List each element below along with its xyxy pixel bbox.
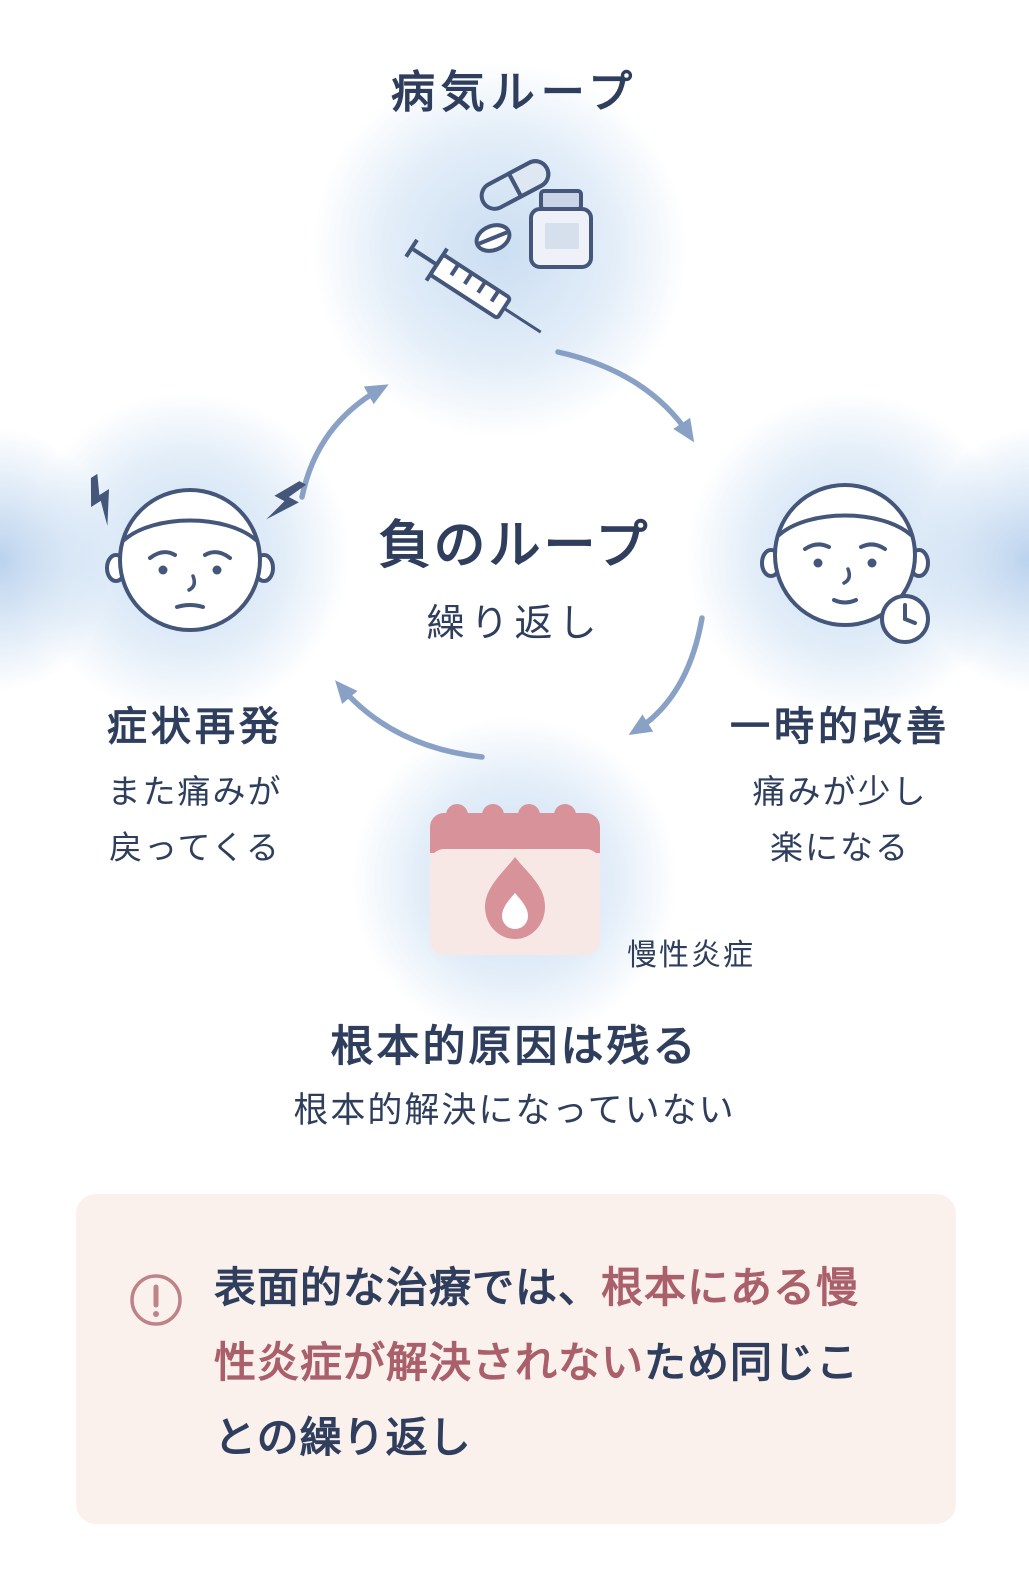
- callout-text: 表面的な治療では、根本にある慢性炎症が解決されないため同じことの繰り返し: [214, 1250, 874, 1475]
- lightning-icons: [90, 473, 307, 526]
- loop-center-sub: 繰り返し: [426, 601, 603, 645]
- left-node-desc: また痛みが 戻ってくる: [40, 764, 350, 876]
- chronic-inflammation-tag: 慢性炎症: [627, 938, 755, 973]
- callout-box: 表面的な治療では、根本にある慢性炎症が解決されないため同じことの繰り返し: [76, 1194, 956, 1524]
- medicine-bottle-icon: [529, 189, 593, 269]
- callout-segment: 性炎症が解決されない: [214, 1338, 645, 1387]
- left-node-desc-line1: また痛みが: [107, 772, 283, 811]
- page-title: 病気ループ: [390, 67, 639, 118]
- bottom-node-desc: 根本的解決になっていない: [293, 1091, 736, 1131]
- flame-icon: [485, 857, 545, 939]
- inflamed-skin-layer: [430, 804, 600, 853]
- medicine-icon: [404, 159, 593, 334]
- left-node-desc-line2: 戻ってくる: [109, 828, 281, 867]
- exclamation-circle-icon: [130, 1274, 182, 1326]
- capsule-icon: [479, 159, 551, 211]
- arrow-right-to-bottom-icon: [628, 615, 705, 736]
- arrow-bottom-to-left-icon: [335, 680, 485, 760]
- left-node-label: 症状再発: [107, 703, 283, 750]
- callout-segment: 根本にある慢: [601, 1263, 860, 1312]
- right-node-desc-line1: 痛みが少し: [752, 772, 928, 811]
- calm-face-icon: [760, 483, 930, 644]
- pill-icon: [474, 223, 512, 253]
- callout-segment: との繰り返し: [214, 1413, 472, 1462]
- callout-segment: 表面的な治療では、: [214, 1263, 602, 1312]
- right-node-desc: 痛みが少し 楽になる: [680, 764, 1000, 876]
- loop-center-main: 負のループ: [378, 515, 651, 576]
- sad-face-icon: [90, 473, 307, 632]
- arrow-top-to-right-icon: [555, 349, 695, 443]
- right-node-label: 一時的改善: [730, 703, 950, 750]
- syringe-icon: [404, 238, 542, 334]
- callout-segment: ため同じこ: [644, 1338, 860, 1387]
- right-node-desc-line2: 楽になる: [770, 828, 910, 867]
- arrow-left-to-top-icon: [299, 384, 389, 500]
- bottom-node-label: 根本的原因は残る: [330, 1022, 699, 1072]
- clock-icon: [880, 594, 930, 644]
- inflammation-flame-icon: [430, 804, 600, 955]
